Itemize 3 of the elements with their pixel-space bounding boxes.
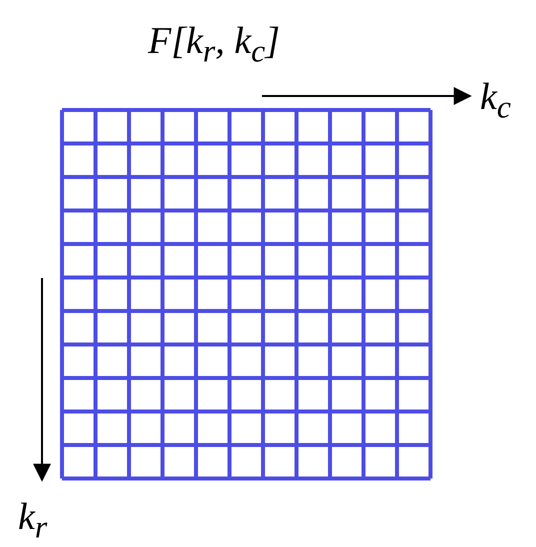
title: F[k$_{r}$, k$_{c}$] (148, 22, 280, 68)
axis-label: k$_{c}$ (480, 78, 511, 124)
axis-label: k$_{r}$ (18, 498, 48, 544)
